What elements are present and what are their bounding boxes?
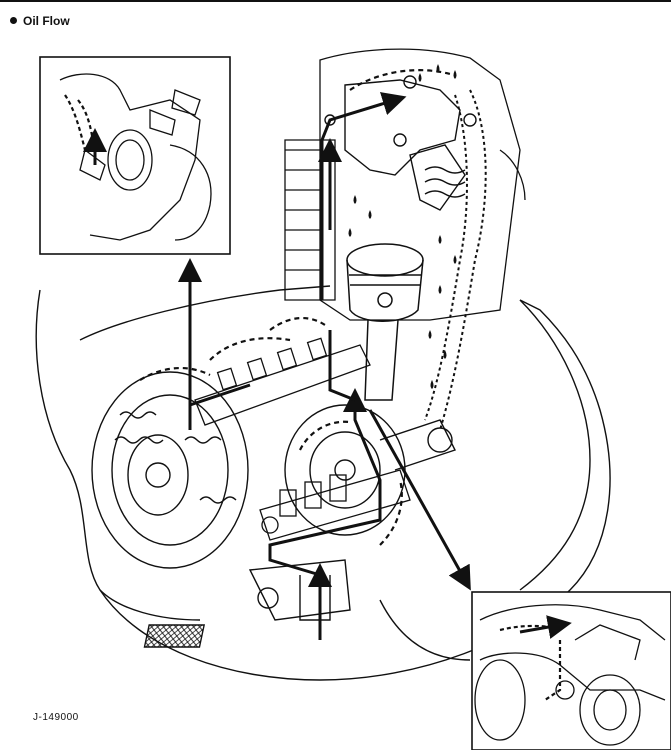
oil-drips — [348, 64, 457, 389]
section-title-text: Oil Flow — [23, 14, 70, 28]
engine-crankcase — [35, 285, 611, 681]
inset-detail-lower — [471, 591, 671, 750]
oil-splash-dashes — [139, 69, 451, 546]
clutch-assembly — [91, 371, 249, 569]
cam-chain — [424, 89, 487, 431]
bullet-icon — [10, 17, 17, 25]
piston — [346, 243, 424, 401]
cylinder-head — [324, 75, 477, 211]
figure-id: J-149000 — [33, 712, 79, 723]
inset-detail-upper — [39, 56, 231, 255]
section-title: Oil Flow — [10, 14, 70, 28]
oil-flow-path — [178, 92, 471, 640]
oil-strainer — [143, 624, 206, 648]
transmission — [194, 337, 411, 541]
cylinder-block — [284, 48, 526, 321]
top-rule — [0, 0, 671, 2]
